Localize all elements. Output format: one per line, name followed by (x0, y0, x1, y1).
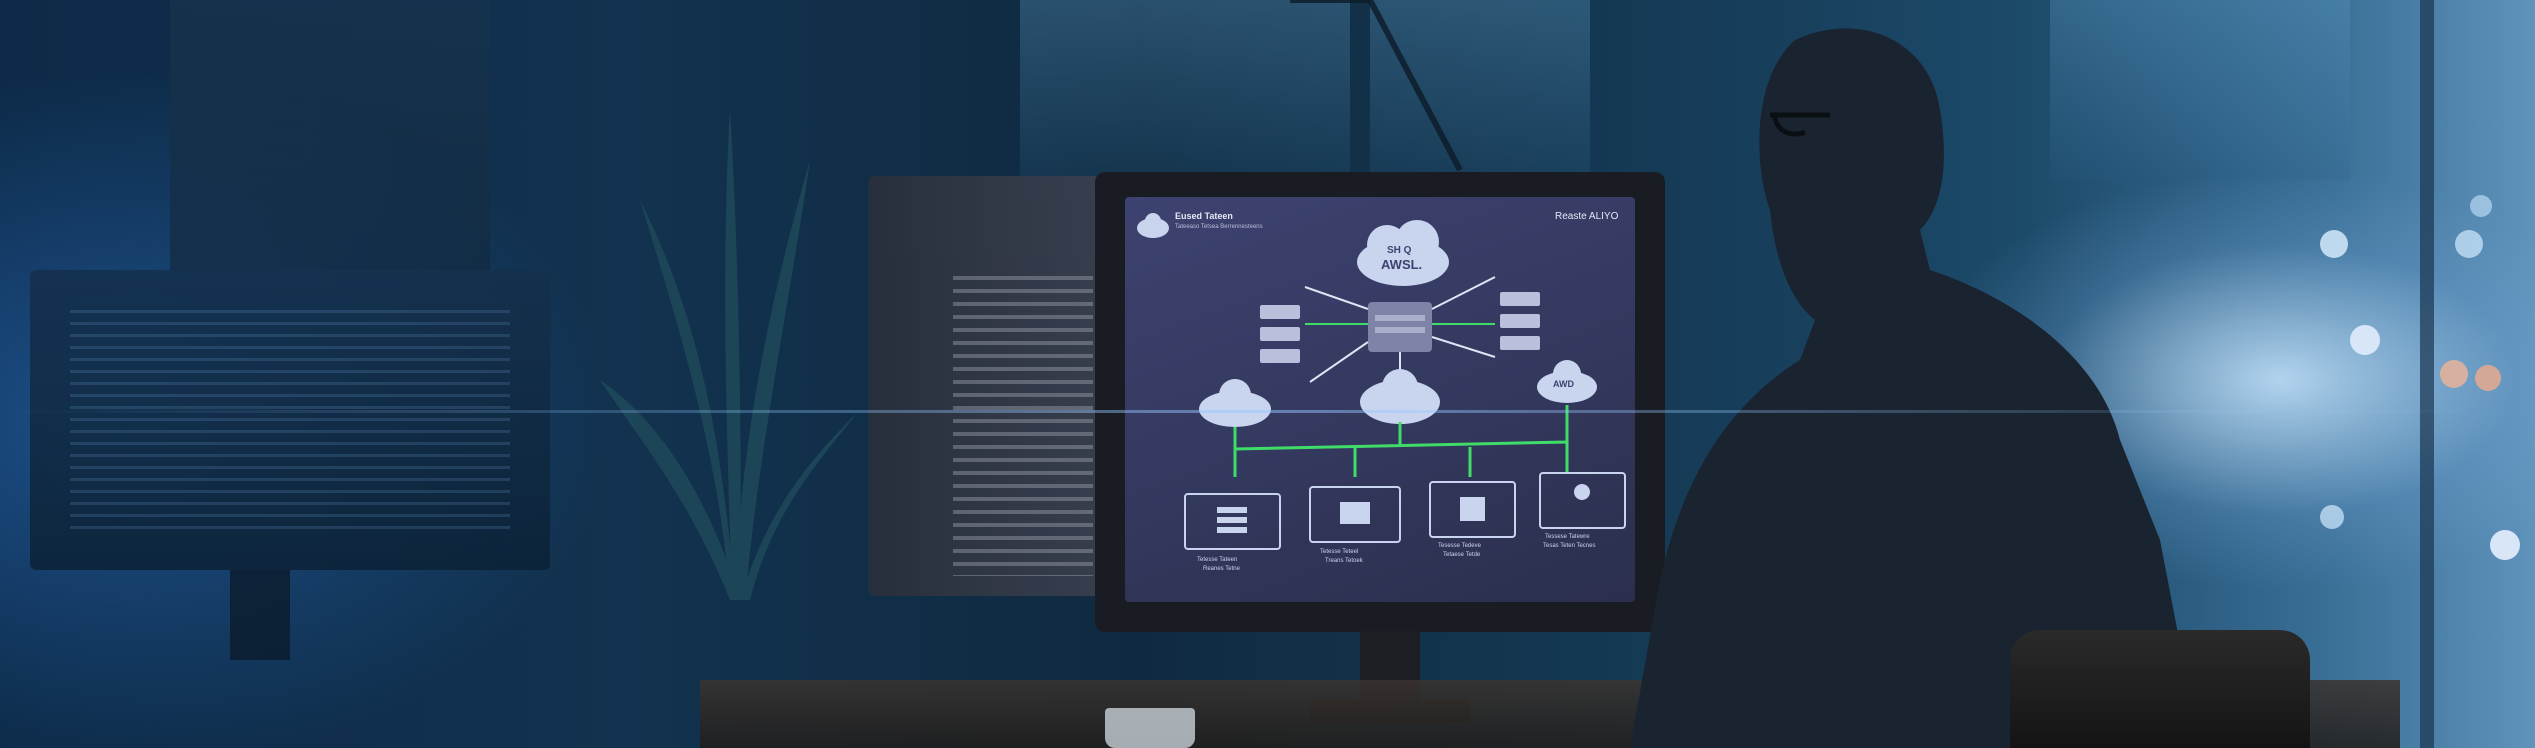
header-left-subtitle: Tateeaso Tetsea Berrennesteens (1175, 224, 1263, 230)
second-monitor (868, 176, 1108, 596)
left-monitor (30, 270, 550, 570)
main-monitor: Eused Tateen Tateeaso Tetsea Berrenneste… (1095, 172, 1665, 632)
cloud-architecture-diagram (1137, 213, 1626, 550)
window-pane (1020, 0, 1350, 200)
window-pane (2050, 0, 2350, 180)
bottom-node-label: Tetaese Tetde (1443, 552, 1481, 558)
person-silhouette (1630, 28, 2200, 748)
bokeh-light (2475, 365, 2501, 391)
network-icon (1309, 486, 1401, 543)
bokeh-light (2350, 325, 2380, 355)
window-pane (1370, 0, 1590, 200)
right-cloud-label: AWD (1553, 379, 1574, 389)
bottom-node-label: Tetesse Tateen (1197, 557, 1238, 563)
database-icon (1184, 493, 1281, 550)
center-cloud-label-2: AWSL. (1381, 257, 1423, 272)
code-lines (953, 276, 1093, 576)
center-cloud-label-1: SH Q (1387, 245, 1412, 256)
bokeh-light (2320, 230, 2348, 258)
bokeh-light (2455, 230, 2483, 258)
monitor-screen: Eused Tateen Tateeaso Tetsea Berrenneste… (1125, 197, 1635, 602)
cloud-icon (1357, 220, 1449, 286)
header-left-title: Eused Tateen (1175, 211, 1233, 221)
header-right: Reaste ALIYO (1555, 211, 1619, 222)
cloud-icon (1137, 213, 1169, 238)
window-frame (2420, 0, 2434, 748)
bokeh-light (2440, 360, 2468, 388)
cloud-icon (1537, 360, 1597, 403)
office-chair (2010, 630, 2310, 748)
coffee-mug (1105, 708, 1195, 748)
bottom-node-label: Tetesse Teteel (1320, 549, 1359, 555)
code-lines (70, 310, 510, 530)
bottom-node-label: Tesesse Tedeve (1438, 543, 1481, 549)
bottom-node-label: Treans Tetoek (1325, 558, 1363, 564)
cloud-icon (1199, 379, 1271, 427)
bottom-node-label: Tessese Tatewre (1545, 534, 1590, 540)
light-streak (0, 410, 2535, 413)
bottom-node-label: Tesas Teten Tecnes (1543, 543, 1596, 549)
potted-plant (600, 110, 860, 600)
bokeh-light (2320, 505, 2344, 529)
shelf (170, 0, 490, 270)
server-icon (1429, 481, 1516, 538)
bokeh-light (2490, 530, 2520, 560)
left-monitor-stand (230, 570, 290, 660)
bottom-node-label: Reanes Tetne (1203, 566, 1240, 572)
server-icon (1539, 472, 1626, 529)
bokeh-light (2470, 195, 2492, 217)
desk-lamp (1290, 0, 1463, 172)
cloud-icon (1360, 369, 1440, 424)
